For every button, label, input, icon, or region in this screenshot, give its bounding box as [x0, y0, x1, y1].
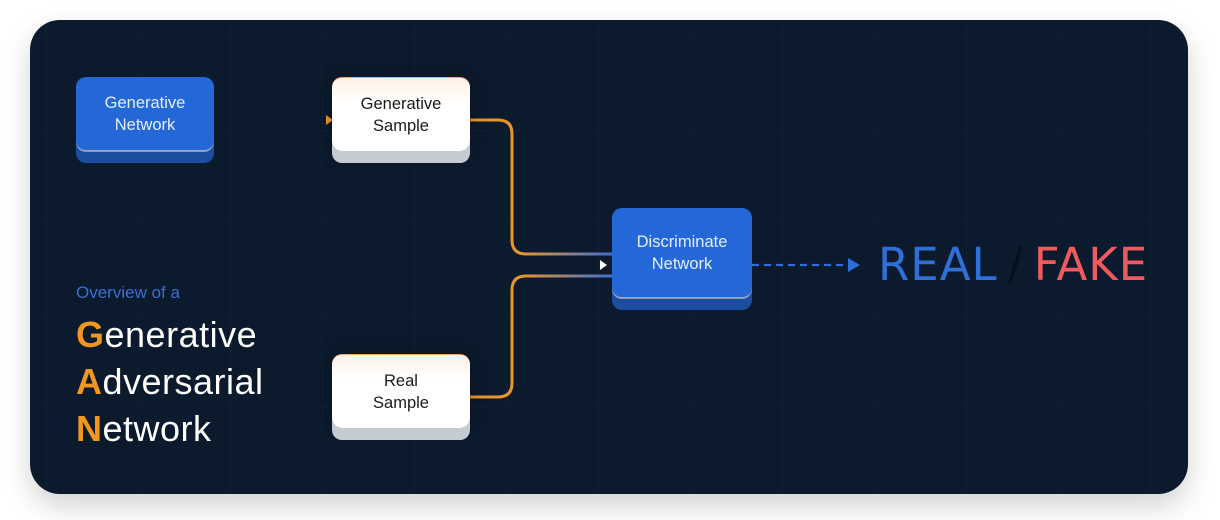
title-block: Overview of a Generative Adversarial Net…: [76, 283, 264, 452]
generative-network-label: Generative Network: [104, 93, 186, 134]
generative-sample-node[interactable]: Generative Sample: [332, 77, 470, 151]
discriminate-network-label: Discriminate Network: [636, 232, 728, 273]
arrow-in-gen-sample-icon: [326, 115, 333, 125]
title-rest: etwork: [102, 408, 212, 449]
initial-a: A: [76, 361, 103, 402]
real-sample-node[interactable]: Real Sample: [332, 354, 470, 428]
edge-real-sample-to-disc: [470, 274, 612, 399]
generative-network-node[interactable]: Generative Network: [76, 77, 214, 151]
initial-n: N: [76, 408, 103, 449]
discriminate-network-node[interactable]: Discriminate Network: [612, 208, 752, 298]
title-line-generative: Generative: [76, 311, 264, 358]
title-rest: dversarial: [102, 361, 264, 402]
generative-sample-label: Generative Sample: [360, 94, 442, 135]
real-label: REAL: [878, 238, 998, 291]
diagram-canvas: Generative Network Generative Sample Rea…: [30, 20, 1188, 494]
title-line-adversarial: Adversarial: [76, 358, 264, 405]
edge-gen-sample-to-disc: [470, 118, 612, 256]
output-label: REAL/FAKE: [878, 238, 1148, 291]
real-sample-label: Real Sample: [373, 371, 429, 412]
title-rest: enerative: [104, 314, 258, 355]
arrow-in-disc-icon: [600, 260, 607, 270]
subtitle: Overview of a: [76, 283, 180, 302]
title-line-network: Network: [76, 405, 264, 452]
arrow-output-icon: [848, 258, 860, 272]
separator: /: [1007, 238, 1024, 291]
initial-g: G: [76, 314, 105, 355]
fake-label: FAKE: [1033, 238, 1149, 291]
